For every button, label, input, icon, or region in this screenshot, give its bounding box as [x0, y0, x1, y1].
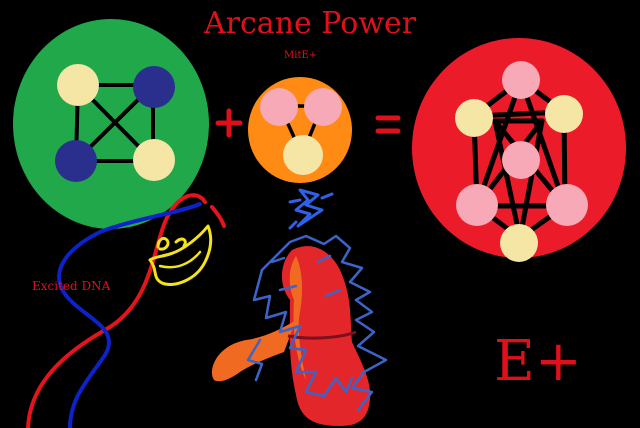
dna-strand-red	[26, 193, 207, 428]
page-title: Arcane Power	[204, 6, 417, 41]
green-molecule	[13, 19, 209, 229]
result-label: E+	[494, 329, 582, 394]
wizard-outline	[246, 234, 388, 412]
excited-dna	[26, 193, 226, 428]
dna-eye-left	[156, 236, 170, 251]
atom-pink-lower-left	[456, 184, 498, 226]
red-molecule	[412, 38, 626, 262]
lightning-bolt	[288, 188, 334, 230]
dna-label: Excited DNA	[32, 279, 111, 293]
equals-sign	[375, 115, 401, 134]
atom-cream-bottom	[283, 135, 323, 175]
dna-grin	[148, 224, 213, 286]
atom-cream-bottom-right	[133, 139, 175, 181]
atom-pink-center	[502, 141, 540, 179]
atom-cream-top-left	[57, 64, 99, 106]
atom-navy-bottom-left	[55, 140, 97, 182]
atom-pink-lower-right	[546, 184, 588, 226]
plus-sign	[215, 108, 243, 138]
orange-molecule	[248, 77, 352, 183]
atom-pink-left	[260, 88, 298, 126]
subtitle-mite: MitE+	[284, 50, 318, 61]
dna-teeth-line	[158, 250, 202, 269]
wizard-robe	[281, 246, 371, 426]
dna-strand-blue	[57, 202, 202, 428]
atom-cream-bottom	[500, 224, 538, 262]
dna-eye-right	[174, 237, 187, 248]
dna-strand-red-tail	[210, 205, 226, 228]
atom-cream-upper-right	[545, 95, 583, 133]
atom-pink-right	[304, 88, 342, 126]
atom-navy-top-right	[133, 66, 175, 108]
atom-cream-upper-left	[455, 99, 493, 137]
wizard-figure	[211, 234, 388, 426]
atom-pink-top	[502, 61, 540, 99]
